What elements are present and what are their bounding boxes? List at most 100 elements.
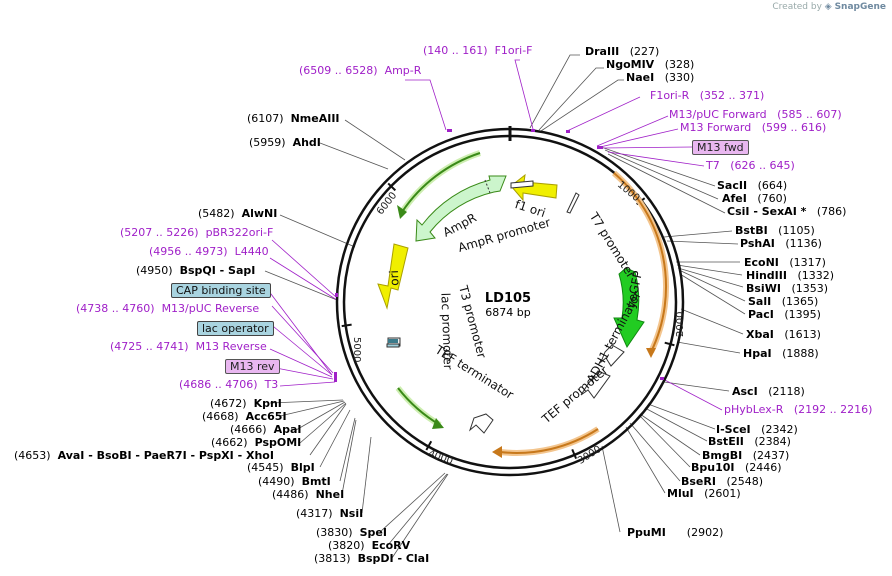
site-label[interactable]: BstBI (1105) — [735, 224, 815, 237]
primer-label[interactable]: M13 Forward (599 .. 616) — [680, 121, 827, 134]
site-label[interactable]: PacI (1395) — [748, 308, 821, 321]
primer-label[interactable]: F1ori-R (352 .. 371) — [650, 89, 765, 102]
site-label[interactable]: (5959) AhdI — [249, 136, 321, 149]
primer-leader — [267, 289, 333, 376]
leader-line — [279, 214, 356, 248]
site-label[interactable]: (5482) AlwNI — [198, 207, 278, 220]
tick-mark — [341, 323, 352, 328]
label-tef-promoter: TEF promoter — [539, 363, 611, 427]
site-label[interactable]: (3820) EcoRV — [328, 539, 411, 552]
site-label[interactable]: (3830) SpeI — [316, 526, 387, 539]
leader-line — [597, 145, 716, 187]
leader-line — [344, 119, 406, 161]
leader-line — [361, 436, 372, 514]
site-label[interactable]: (4666) ApaI — [230, 423, 302, 436]
primer-site-mark — [334, 372, 337, 382]
site-label[interactable]: (3813) BspDI - ClaI — [314, 552, 430, 565]
site-label[interactable]: (4668) Acc65I — [202, 410, 287, 423]
site-label[interactable]: AscI (2118) — [732, 385, 805, 398]
site-label[interactable]: BstEII (2384) — [708, 435, 791, 448]
primer-label[interactable]: pHybLex-R (2192 .. 2216) — [724, 403, 873, 416]
site-label[interactable]: XbaI (1613) — [746, 328, 821, 341]
feature-box-lac-operator[interactable]: lac operator — [197, 321, 274, 336]
leader-line — [678, 269, 746, 302]
site-label[interactable]: BseRI (2548) — [681, 475, 764, 488]
site-label[interactable]: (6107) NmeAIII — [247, 112, 340, 125]
feature-box-cap-binding-site[interactable]: CAP binding site — [171, 283, 271, 298]
site-label[interactable]: SalI (1365) — [748, 295, 819, 308]
credit-line: Created by ◈ SnapGene — [772, 2, 886, 12]
site-label[interactable]: DraIII (227) — [585, 45, 660, 58]
site-label[interactable]: I-SceI (2342) — [716, 423, 798, 436]
site-label[interactable]: (4317) NsiI — [296, 507, 364, 520]
feature-t7-promoter — [566, 192, 580, 214]
orf-arc-right — [613, 172, 668, 353]
leader-line — [538, 67, 604, 131]
leader-line — [629, 422, 681, 482]
primer-label[interactable]: (6509 .. 6528) Amp-R — [299, 64, 422, 77]
primer-label[interactable]: (4738 .. 4760) M13/pUC Reverse — [76, 302, 260, 315]
primer-site-mark — [531, 129, 535, 132]
site-label[interactable]: (4490) BmtI — [258, 475, 331, 488]
primer-leader — [267, 321, 333, 376]
primer-label[interactable]: (4686 .. 4706) T3 — [179, 378, 279, 391]
site-label[interactable]: NaeI (330) — [626, 71, 695, 84]
primer-leader — [269, 257, 338, 301]
primer-label[interactable]: (140 .. 161) F1ori-F — [423, 44, 533, 57]
tick-mark — [425, 440, 433, 451]
site-label[interactable]: AfeI (760) — [722, 192, 787, 205]
leader-line — [663, 381, 730, 392]
feature-lac-operator — [388, 339, 398, 343]
site-label[interactable]: SacII (664) — [717, 179, 788, 192]
leader-line — [319, 409, 351, 468]
leader-line — [299, 402, 347, 444]
feature-ampr — [415, 175, 507, 242]
site-label[interactable]: HpaI (1888) — [743, 347, 819, 360]
primer-label[interactable]: M13/pUC Forward (585 .. 607) — [669, 108, 842, 121]
tick-label-5000: 5000 — [351, 337, 362, 362]
primer-label[interactable]: (4725 .. 4741) M13 Reverse — [110, 340, 267, 353]
primer-box-m13-fwd[interactable]: M13 fwd — [692, 140, 749, 155]
tick-label-2000: 2000 — [675, 312, 686, 337]
orf-arc-lower-head — [432, 418, 444, 429]
leader-line — [638, 414, 691, 468]
primer-box-m13-rev[interactable]: M13 rev — [225, 359, 280, 374]
site-label[interactable]: (4653) AvaI - BsoBI - PaeR7I - PspXI - X… — [14, 449, 274, 462]
primer-label[interactable]: T7 (626 .. 645) — [706, 159, 795, 172]
primer-label[interactable]: (5207 .. 5226) pBR322ori-F — [120, 226, 274, 239]
site-label[interactable]: PshAI (1136) — [740, 237, 822, 250]
site-label[interactable]: (4672) KpnI — [210, 397, 282, 410]
site-label[interactable]: NgoMIV (328) — [606, 58, 695, 71]
primer-label[interactable]: (4956 .. 4973) L4440 — [149, 245, 269, 258]
feature-cap-site — [386, 343, 400, 348]
leader-line — [676, 341, 741, 354]
leader-line — [676, 264, 743, 276]
leader-line — [339, 417, 356, 482]
site-label[interactable]: BmgBI (2437) — [702, 449, 790, 462]
tick-mark — [664, 341, 675, 347]
leader-line — [680, 308, 744, 335]
site-label[interactable]: (4486) NheI — [272, 488, 345, 501]
leader-line — [666, 240, 739, 245]
primer-leader — [514, 59, 534, 130]
site-label[interactable]: CsiI - SexAI * (786) — [727, 205, 847, 218]
site-label[interactable]: BsiWI (1353) — [746, 282, 829, 295]
orf-arc-lower — [395, 386, 442, 428]
site-label[interactable]: PpuMI (2902) — [627, 526, 724, 539]
site-label[interactable]: HindIII (1332) — [746, 269, 835, 282]
site-label[interactable]: EcoNI (1317) — [744, 256, 826, 269]
leader-line — [529, 54, 580, 129]
site-label[interactable]: MluI (2601) — [667, 487, 741, 500]
site-label[interactable]: (4950) BspQI - SapI — [136, 264, 256, 277]
leader-line — [647, 403, 716, 430]
feature-ori — [377, 243, 409, 310]
primer-leader — [660, 377, 723, 411]
leader-line — [309, 403, 347, 456]
site-label[interactable]: (4545) BlpI — [247, 461, 315, 474]
primer-leader — [279, 381, 336, 387]
orf-arc-right-head — [646, 348, 656, 358]
site-label[interactable]: (4662) PspOMI — [211, 436, 302, 449]
site-label[interactable]: Bpu10I (2446) — [691, 461, 782, 474]
orf-arc-left — [401, 152, 481, 213]
